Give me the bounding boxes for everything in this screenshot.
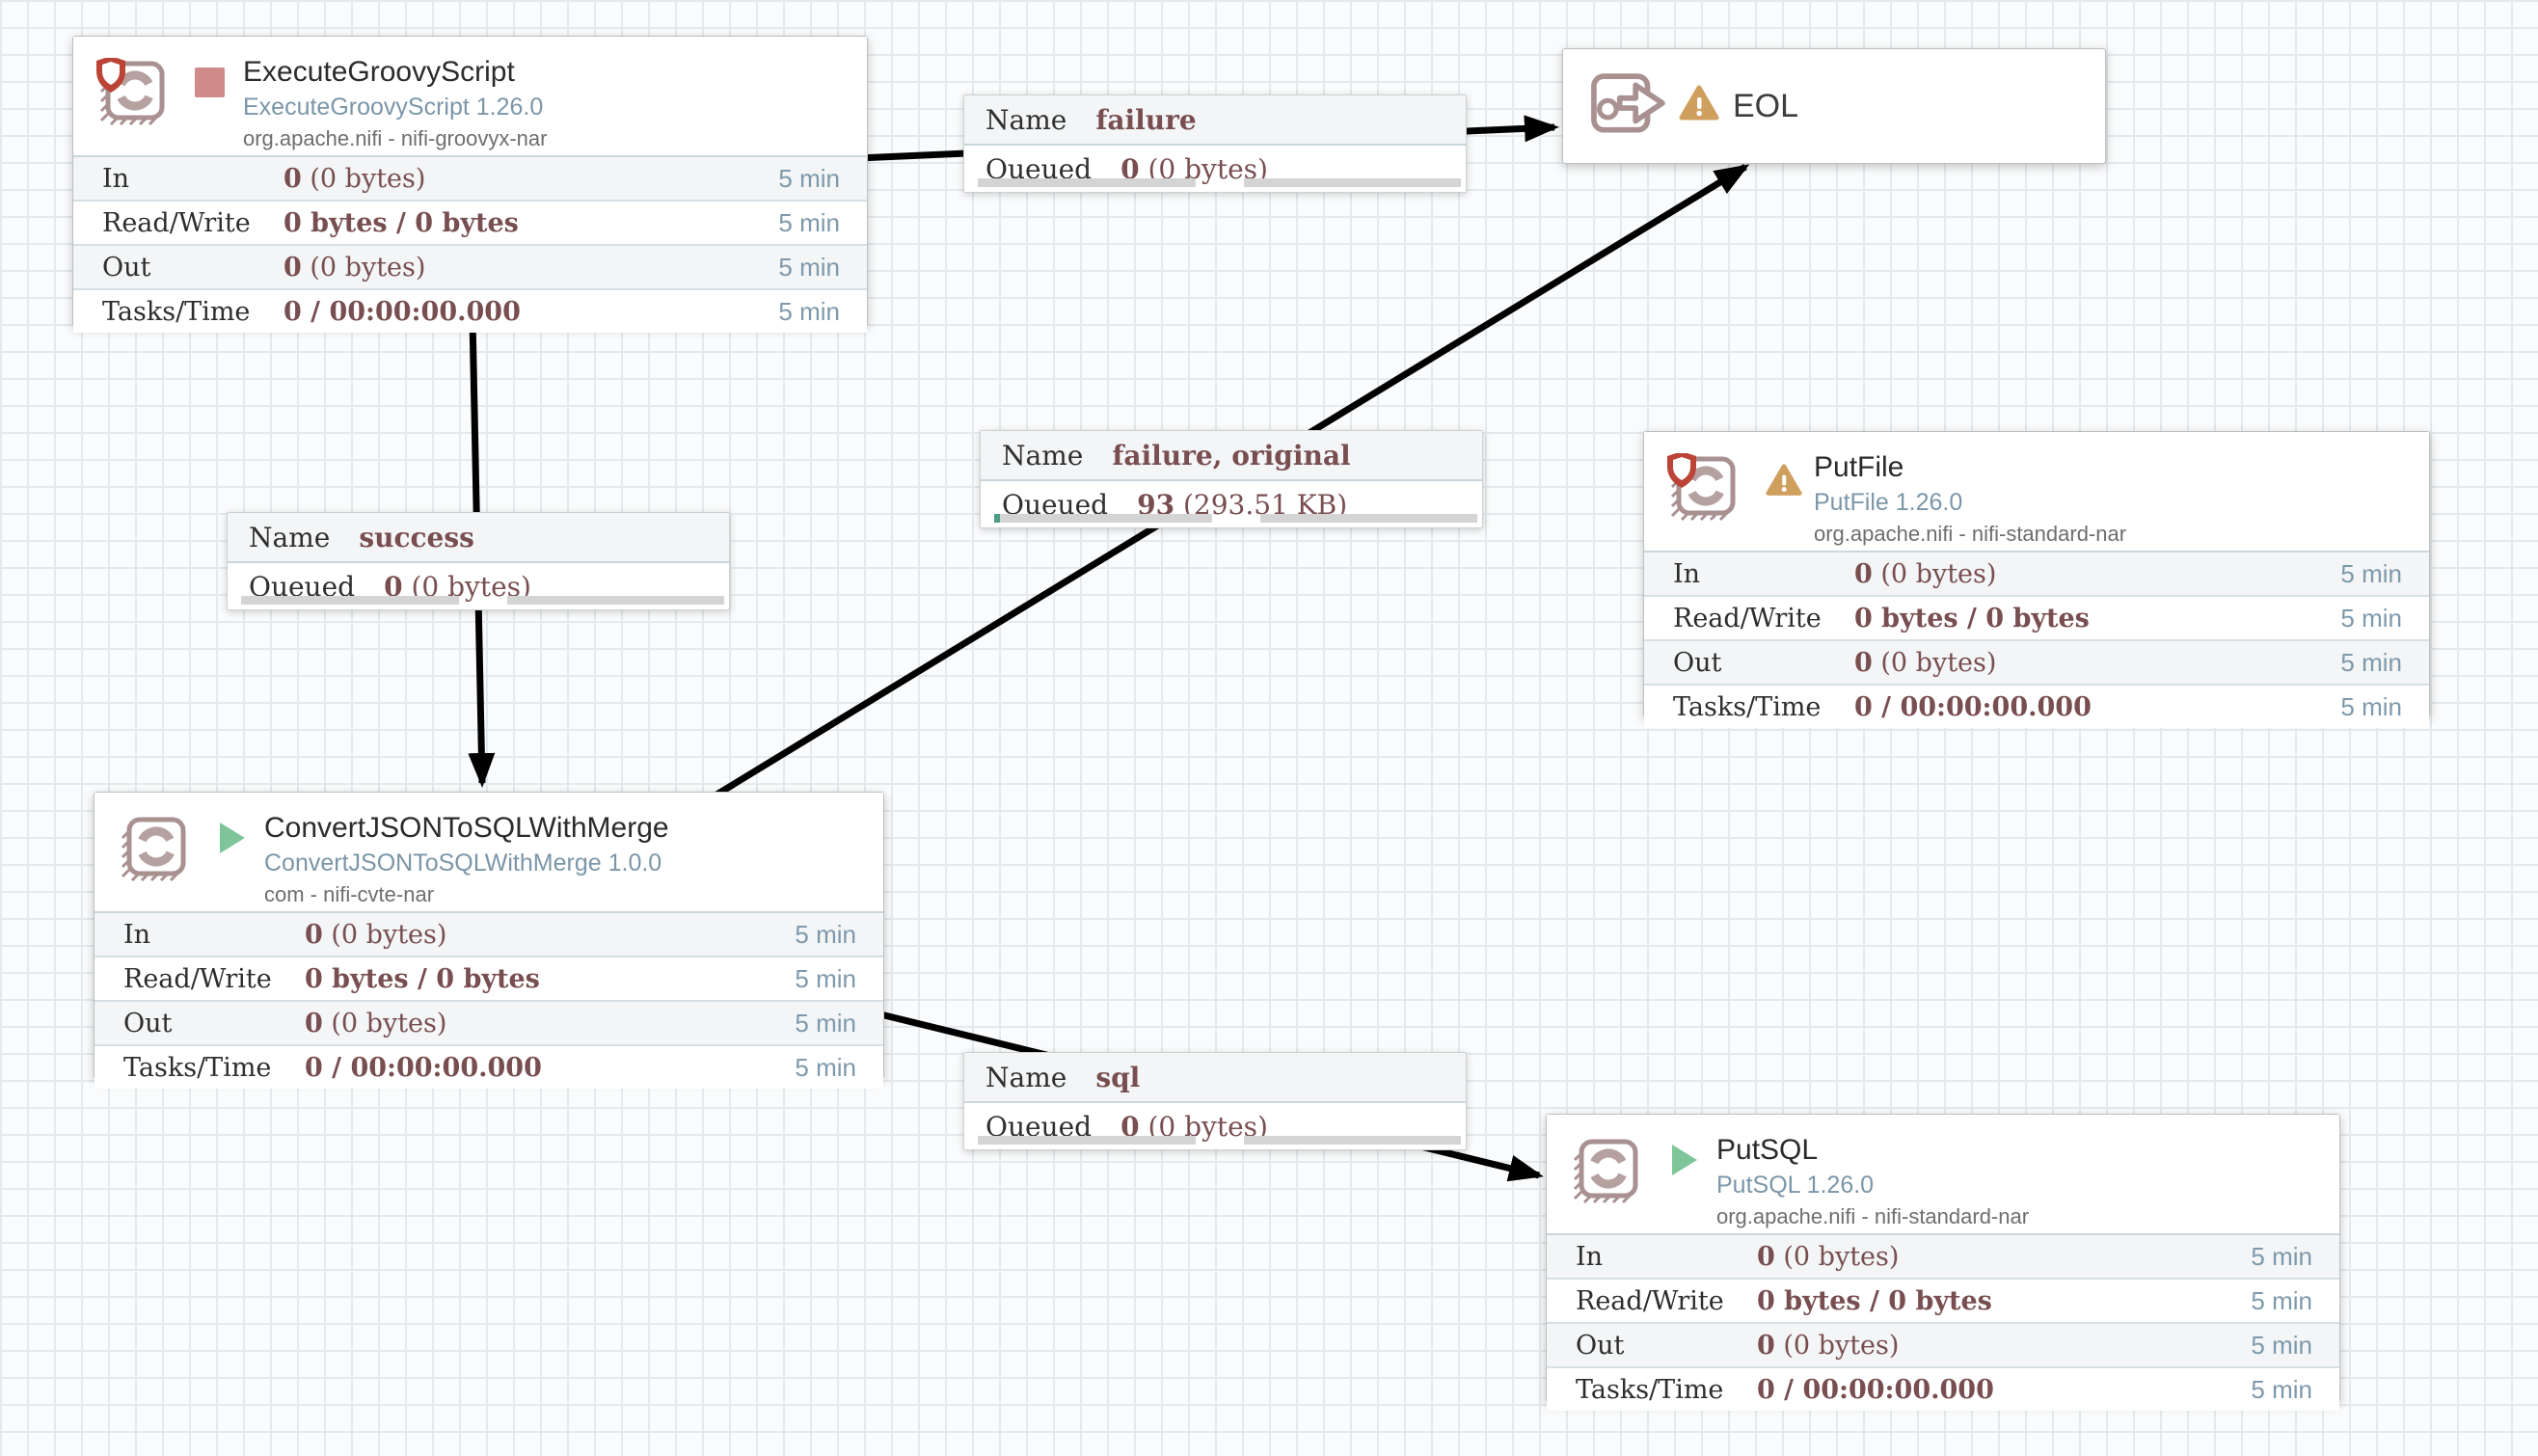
stat-row-in: In 0 (0 bytes) 5 min	[94, 913, 883, 956]
running-play-icon	[220, 822, 245, 853]
queue-queued-row: Queued 0 (0 bytes)	[228, 563, 729, 609]
queue-label-sql[interactable]: Name sql Queued 0 (0 bytes)	[963, 1052, 1467, 1150]
queue-size-bar	[1244, 178, 1461, 187]
stat-row-readwrite: Read/Write 0 bytes / 0 bytes 5 min	[1644, 595, 2429, 639]
processor-title: ExecuteGroovyScript	[243, 56, 515, 88]
queue-name-key: Name	[986, 1061, 1067, 1093]
stat-row-in: In 0 (0 bytes) 5 min	[1644, 553, 2429, 595]
warning-triangle-icon	[1679, 85, 1719, 121]
processor-icon	[96, 58, 165, 126]
processor-stats: In 0 (0 bytes) 5 min Read/Write 0 bytes …	[1644, 551, 2429, 728]
processor-header: PutSQL PutSQL 1.26.0 org.apache.nifi - n…	[1547, 1115, 2339, 1233]
queue-name-row: Name sql	[964, 1053, 1466, 1103]
queue-count-bar	[978, 1136, 1196, 1145]
stat-row-taskstime: Tasks/Time 0 / 00:00:00.000 5 min	[1547, 1366, 2339, 1411]
queue-count-fill	[994, 514, 1000, 523]
queue-label-failure[interactable]: Name failure Queued 0 (0 bytes)	[963, 94, 1467, 193]
queue-name-row: Name failure, original	[981, 431, 1482, 481]
queue-capacity-bars	[228, 596, 729, 605]
queue-capacity-bars	[964, 178, 1466, 187]
processor-bundle: com - nifi-cvte-nar	[264, 882, 435, 906]
processor-stats: In 0 (0 bytes) 5 min Read/Write 0 bytes …	[73, 155, 867, 333]
stat-row-readwrite: Read/Write 0 bytes / 0 bytes 5 min	[94, 956, 883, 1000]
stat-row-out: Out 0 (0 bytes) 5 min	[94, 1000, 883, 1044]
processor-icon	[1573, 1139, 1638, 1204]
queue-count-bar	[978, 178, 1196, 187]
queue-count-bar	[994, 514, 1212, 523]
processor-putsql[interactable]: PutSQL PutSQL 1.26.0 org.apache.nifi - n…	[1546, 1114, 2340, 1411]
processor-stats: In 0 (0 bytes) 5 min Read/Write 0 bytes …	[1547, 1233, 2339, 1411]
output-port-icon	[1591, 73, 1665, 133]
processor-header: ExecuteGroovyScript ExecuteGroovyScript …	[73, 37, 867, 155]
queue-size-bar	[1244, 1136, 1461, 1145]
processor-putfile[interactable]: PutFile PutFile 1.26.0 org.apache.nifi -…	[1643, 431, 2430, 728]
queue-queued-row: Queued 93 (293.51 KB)	[981, 481, 1482, 527]
stat-row-taskstime: Tasks/Time 0 / 00:00:00.000 5 min	[1644, 684, 2429, 728]
queue-name-value: failure, original	[1112, 439, 1351, 472]
queue-label-failure-original[interactable]: Name failure, original Queued 93 (293.51…	[980, 430, 1483, 528]
queue-name-key: Name	[249, 521, 331, 553]
processor-stats: In 0 (0 bytes) 5 min Read/Write 0 bytes …	[94, 911, 883, 1089]
queue-name-key: Name	[1002, 439, 1084, 472]
queue-name-value: failure	[1095, 103, 1197, 136]
queue-name-value: sql	[1095, 1061, 1141, 1093]
queue-count-bar	[241, 596, 459, 605]
processor-icon	[121, 817, 186, 882]
warning-triangle-icon	[1766, 464, 1802, 496]
processor-bundle: org.apache.nifi - nifi-standard-nar	[1716, 1204, 2030, 1228]
processor-icon	[1667, 453, 1736, 522]
processor-header: PutFile PutFile 1.26.0 org.apache.nifi -…	[1644, 432, 2429, 551]
queue-capacity-bars	[964, 1136, 1466, 1145]
queue-queued-row: Queued 0 (0 bytes)	[964, 146, 1466, 192]
processor-title: ConvertJSONToSQLWithMerge	[264, 812, 669, 844]
processor-convertjsontosqlwithmerge[interactable]: ConvertJSONToSQLWithMerge ConvertJSONToS…	[94, 792, 884, 1089]
stat-row-taskstime: Tasks/Time 0 / 00:00:00.000 5 min	[73, 288, 867, 333]
processor-header: ConvertJSONToSQLWithMerge ConvertJSONToS…	[94, 793, 883, 911]
stat-row-out: Out 0 (0 bytes) 5 min	[1644, 639, 2429, 684]
queue-name-row: Name success	[228, 513, 729, 563]
queue-name-key: Name	[986, 103, 1067, 136]
queue-name-row: Name failure	[964, 95, 1466, 146]
processor-executegroovyscript[interactable]: ExecuteGroovyScript ExecuteGroovyScript …	[72, 36, 868, 333]
stat-row-readwrite: Read/Write 0 bytes / 0 bytes 5 min	[73, 200, 867, 244]
processor-version: PutSQL 1.26.0	[1716, 1172, 1875, 1199]
stat-row-in: In 0 (0 bytes) 5 min	[73, 157, 867, 200]
processor-title: PutFile	[1814, 451, 1904, 483]
queue-label-success[interactable]: Name success Queued 0 (0 bytes)	[227, 512, 730, 610]
processor-bundle: org.apache.nifi - nifi-standard-nar	[1814, 522, 2127, 546]
queue-name-value: success	[359, 521, 474, 553]
stat-row-readwrite: Read/Write 0 bytes / 0 bytes 5 min	[1547, 1278, 2339, 1322]
processor-bundle: org.apache.nifi - nifi-groovyx-nar	[243, 126, 548, 150]
processor-version: ExecuteGroovyScript 1.26.0	[243, 94, 544, 121]
processor-version: ConvertJSONToSQLWithMerge 1.0.0	[264, 849, 662, 876]
restricted-shield-icon	[1667, 453, 1696, 488]
stat-row-out: Out 0 (0 bytes) 5 min	[1547, 1322, 2339, 1366]
stopped-square-icon	[195, 67, 233, 106]
queue-capacity-bars	[981, 514, 1482, 523]
queue-size-bar	[507, 596, 724, 605]
output-port-eol[interactable]: EOL	[1562, 48, 2106, 164]
processor-title: PutSQL	[1716, 1134, 1819, 1166]
restricted-shield-icon	[96, 58, 125, 93]
queue-queued-row: Queued 0 (0 bytes)	[964, 1103, 1466, 1149]
stat-row-out: Out 0 (0 bytes) 5 min	[73, 244, 867, 288]
queue-size-bar	[1260, 514, 1477, 523]
processor-version: PutFile 1.26.0	[1814, 489, 1963, 516]
running-play-icon	[1672, 1145, 1697, 1175]
port-title: EOL	[1733, 87, 1799, 124]
stat-row-in: In 0 (0 bytes) 5 min	[1547, 1235, 2339, 1278]
stat-row-taskstime: Tasks/Time 0 / 00:00:00.000 5 min	[94, 1044, 883, 1089]
